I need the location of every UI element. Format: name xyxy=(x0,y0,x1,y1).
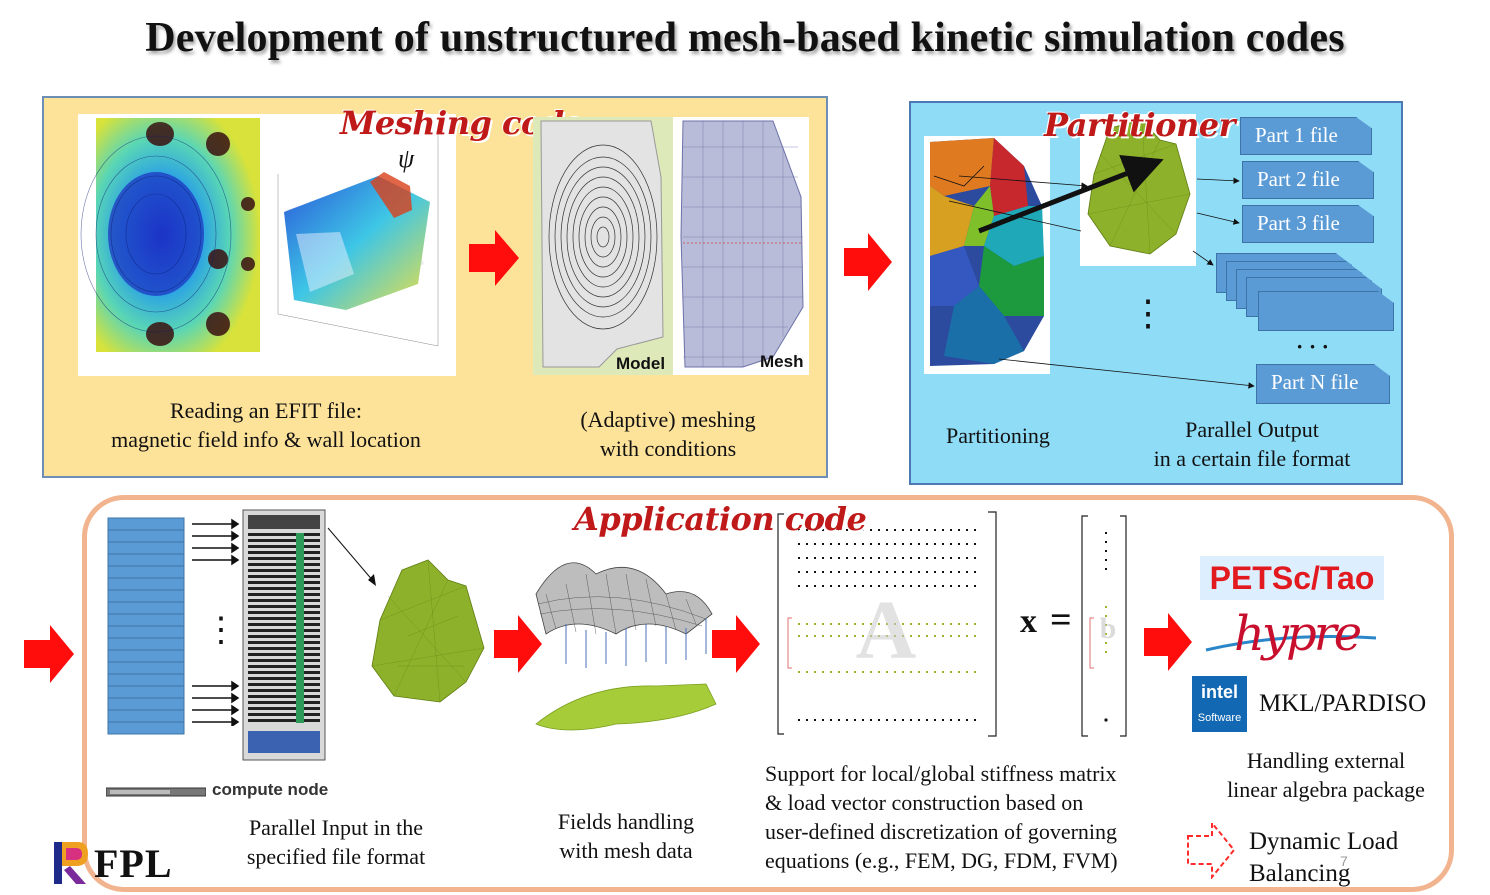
efit-contour-image xyxy=(78,114,456,376)
fields-caption: Fields handling with mesh data xyxy=(557,809,695,863)
application-heading: Application code xyxy=(574,500,867,538)
fields-surface-image xyxy=(535,562,717,731)
equals-sign: = xyxy=(1050,599,1072,641)
page-title: Development of unstructured mesh-based k… xyxy=(145,15,1345,61)
compute-rack-image xyxy=(242,509,326,761)
input-dots: ⋮ xyxy=(204,612,238,649)
page-number: 7 xyxy=(1340,853,1348,869)
x-vector-label: x xyxy=(1020,603,1037,640)
mesh-label: Mesh xyxy=(760,352,804,371)
partition-connector-arrows xyxy=(948,155,1255,389)
psi-label: ψ xyxy=(398,144,415,173)
load-vector-image: b xyxy=(1081,515,1127,737)
input-arrows xyxy=(192,518,240,726)
arrow-right-icon xyxy=(844,233,892,291)
compute-node-label: compute node xyxy=(212,780,329,799)
dynamic-balancing-label: Dynamic Load Balancing xyxy=(1249,828,1399,887)
arrow-right-icon xyxy=(712,615,760,673)
vertical-dots: ⋮ xyxy=(1130,293,1166,333)
input-files-stack xyxy=(107,517,185,735)
partition-mesh-image xyxy=(371,559,485,703)
part-2-file: Part 2 file xyxy=(1242,161,1374,199)
hypre-logo: hypre xyxy=(1204,606,1380,668)
arrow-right-icon xyxy=(494,615,542,673)
stiffness-matrix-image: A xyxy=(777,511,997,737)
matrix-letter: A xyxy=(856,584,917,677)
linalg-caption: Handling external linear algebra package xyxy=(1227,748,1425,802)
model-label: Model xyxy=(616,354,666,373)
arrow-right-icon xyxy=(469,230,519,286)
matrix-caption: Support for local/global stiffness matri… xyxy=(765,761,1118,873)
part-n-file: Part N file xyxy=(1256,364,1390,404)
petsc-logo: PETSc/Tao xyxy=(1200,556,1384,600)
parallel-output-caption: Parallel Output in a certain file format xyxy=(1153,417,1351,471)
partitioner-heading: Partitioner xyxy=(1044,106,1236,144)
hypre-text: hypre xyxy=(1234,606,1362,662)
part-1-file: Part 1 file xyxy=(1240,117,1372,155)
intel-software-logo: intel Software xyxy=(1192,676,1247,732)
meshing-caption-right: (Adaptive) meshing with conditions xyxy=(580,407,756,461)
b-label: b xyxy=(1100,612,1117,645)
fpl-logo: FPL xyxy=(50,838,180,888)
partitioning-caption: Partitioning xyxy=(946,423,1050,448)
arrow-right-icon xyxy=(1144,613,1192,671)
horizontal-dots: · · · xyxy=(1296,334,1330,359)
meshing-caption-left: Reading an EFIT file: magnetic field inf… xyxy=(111,398,421,452)
model-mesh-image xyxy=(533,117,809,375)
fpl-logo-icon xyxy=(54,842,88,884)
connector-arrow xyxy=(327,527,376,586)
part-3-file: Part 3 file xyxy=(1242,205,1374,243)
parallel-input-caption: Parallel Input in the specified file for… xyxy=(246,815,426,869)
compute-node-icon xyxy=(106,787,206,797)
dashed-arrow-icon xyxy=(1187,821,1236,879)
stacked-file xyxy=(1258,291,1394,331)
arrow-right-icon xyxy=(24,625,74,683)
mkl-label: MKL/PARDISO xyxy=(1259,690,1427,717)
